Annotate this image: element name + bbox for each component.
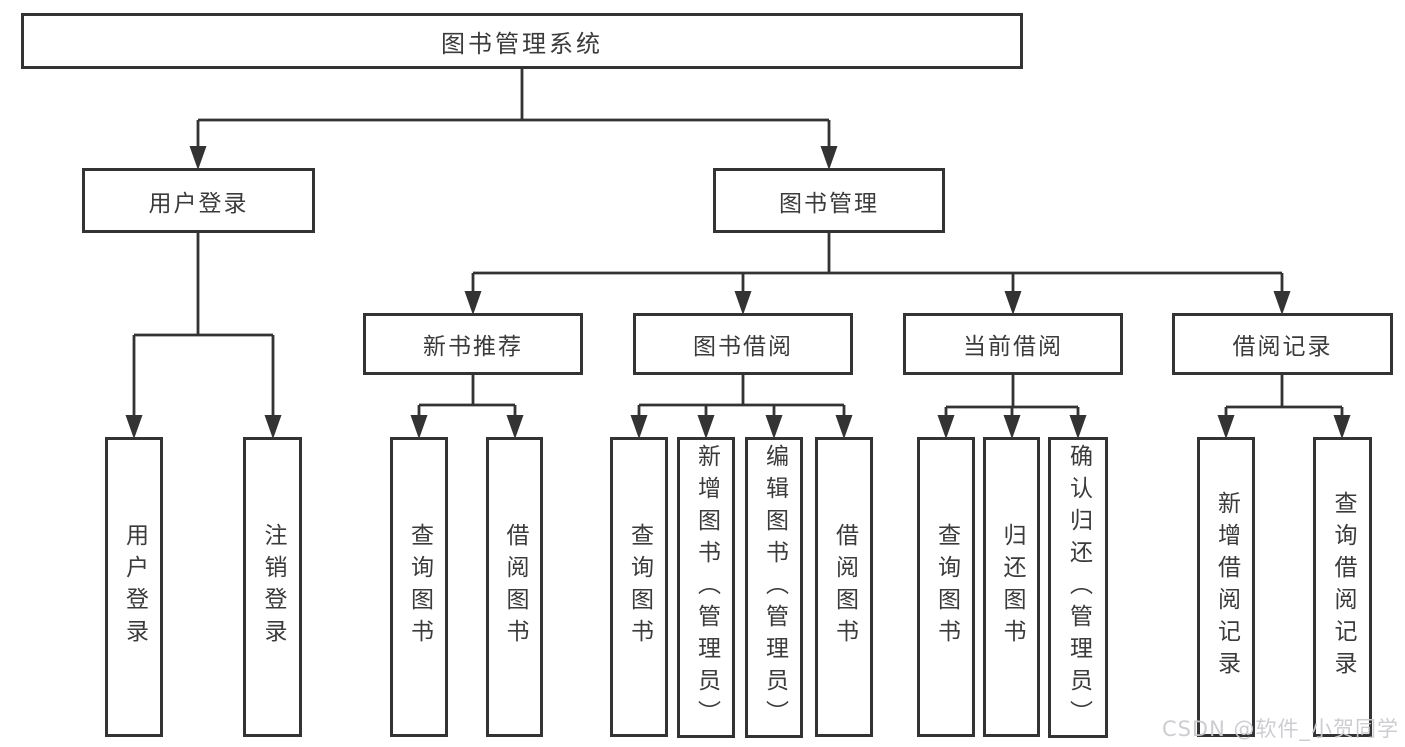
leaf-confirm-return-admin: 确认归还（管理员）: [1048, 437, 1108, 738]
node-user-login: 用户登录: [82, 168, 315, 233]
leaf-borrow-books: 借阅图书: [815, 437, 873, 737]
leaf-user-login: 用户登录: [105, 437, 163, 737]
leaf-query-books-borrow: 查询图书: [610, 437, 668, 737]
arrowhead-icons: [125, 146, 1351, 439]
node-new-book-recommend: 新书推荐: [363, 313, 583, 375]
node-current-borrow: 当前借阅: [903, 313, 1123, 375]
node-book-management: 图书管理: [713, 168, 945, 233]
leaf-query-books-current: 查询图书: [917, 437, 975, 737]
leaf-logout: 注销登录: [243, 437, 302, 737]
csdn-watermark: CSDN @软件_小贺同学: [1161, 717, 1399, 741]
leaf-add-borrow-record: 新增借阅记录: [1197, 437, 1255, 737]
node-borrow-records: 借阅记录: [1172, 313, 1393, 375]
leaf-query-books-recommend: 查询图书: [390, 437, 448, 737]
leaf-query-borrow-record: 查询借阅记录: [1313, 437, 1372, 737]
node-root: 图书管理系统: [21, 13, 1023, 69]
leaf-add-book-admin: 新增图书（管理员）: [677, 437, 735, 738]
leaf-edit-book-admin: 编辑图书（管理员）: [745, 437, 803, 738]
leaf-borrow-books-recommend: 借阅图书: [486, 437, 543, 737]
node-book-borrow: 图书借阅: [633, 313, 853, 375]
leaf-return-book: 归还图书: [983, 437, 1040, 737]
